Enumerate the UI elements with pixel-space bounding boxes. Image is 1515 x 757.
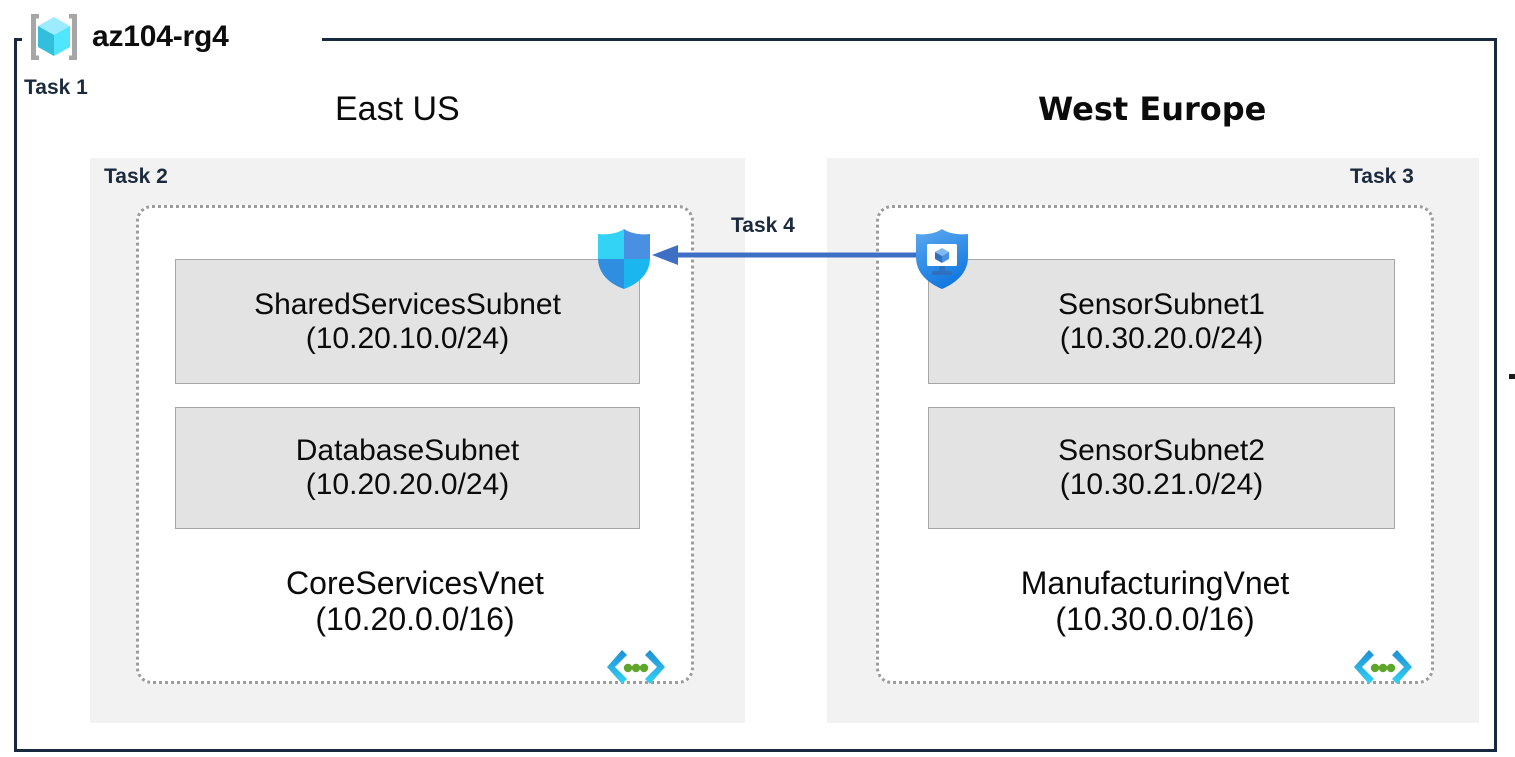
- region-eastus-title: East US: [335, 90, 460, 128]
- subnet-name: SensorSubnet1: [1058, 287, 1265, 321]
- network-security-group-shield-icon: [593, 228, 655, 290]
- resource-group-name: az104-rg4: [92, 20, 229, 53]
- peering-arrow-icon: [650, 238, 928, 272]
- task-2-label: Task 2: [104, 165, 168, 188]
- task-3-label: Task 3: [1350, 165, 1414, 188]
- subnet-cidr: (10.20.20.0/24): [305, 468, 510, 501]
- subnet-name: DatabaseSubnet: [295, 434, 520, 468]
- subnet-cidr: (10.20.10.0/24): [305, 321, 510, 355]
- vnet-cidr: (10.20.0.0/16): [315, 601, 515, 638]
- resource-group-title: az104-rg4: [26, 10, 229, 64]
- subnet-databasesubnet: DatabaseSubnet (10.20.20.0/24): [175, 407, 640, 529]
- subnet-sensorsubnet1: SensorSubnet1 (10.30.20.0/24): [928, 259, 1395, 384]
- subnet-cidr: (10.30.20.0/24): [1059, 321, 1264, 355]
- subnet-sharedservicessubnet: SharedServicesSubnet (10.20.10.0/24): [175, 259, 640, 384]
- virtual-network-icon: [1352, 648, 1414, 692]
- vnet-name: ManufacturingVnet: [1020, 565, 1290, 601]
- subnet-sensorsubnet2: SensorSubnet2 (10.30.21.0/24): [928, 407, 1395, 529]
- subnet-name: SensorSubnet2: [1058, 434, 1265, 468]
- subnet-name: SharedServicesSubnet: [254, 287, 561, 321]
- resource-group-frame: [14, 38, 1497, 752]
- task-4-label: Task 4: [731, 214, 795, 237]
- virtual-network-icon: [605, 648, 667, 692]
- region-westeurope-title: West Europe: [1038, 90, 1267, 128]
- subnet-cidr: (10.30.21.0/24): [1059, 468, 1264, 501]
- vnet-manufacturingvnet-caption: ManufacturingVnet (10.30.0.0/16): [876, 565, 1434, 638]
- task-1-label: Task 1: [24, 76, 88, 99]
- vnet-coreservicesvnet-caption: CoreServicesVnet (10.20.0.0/16): [136, 565, 694, 638]
- vnet-cidr: (10.30.0.0/16): [1055, 601, 1255, 638]
- security-center-shield-monitor-icon: [912, 228, 972, 290]
- edge-tick-artifact: [1509, 374, 1515, 379]
- vnet-name: CoreServicesVnet: [286, 565, 544, 601]
- resource-group-cube-icon: [26, 11, 82, 63]
